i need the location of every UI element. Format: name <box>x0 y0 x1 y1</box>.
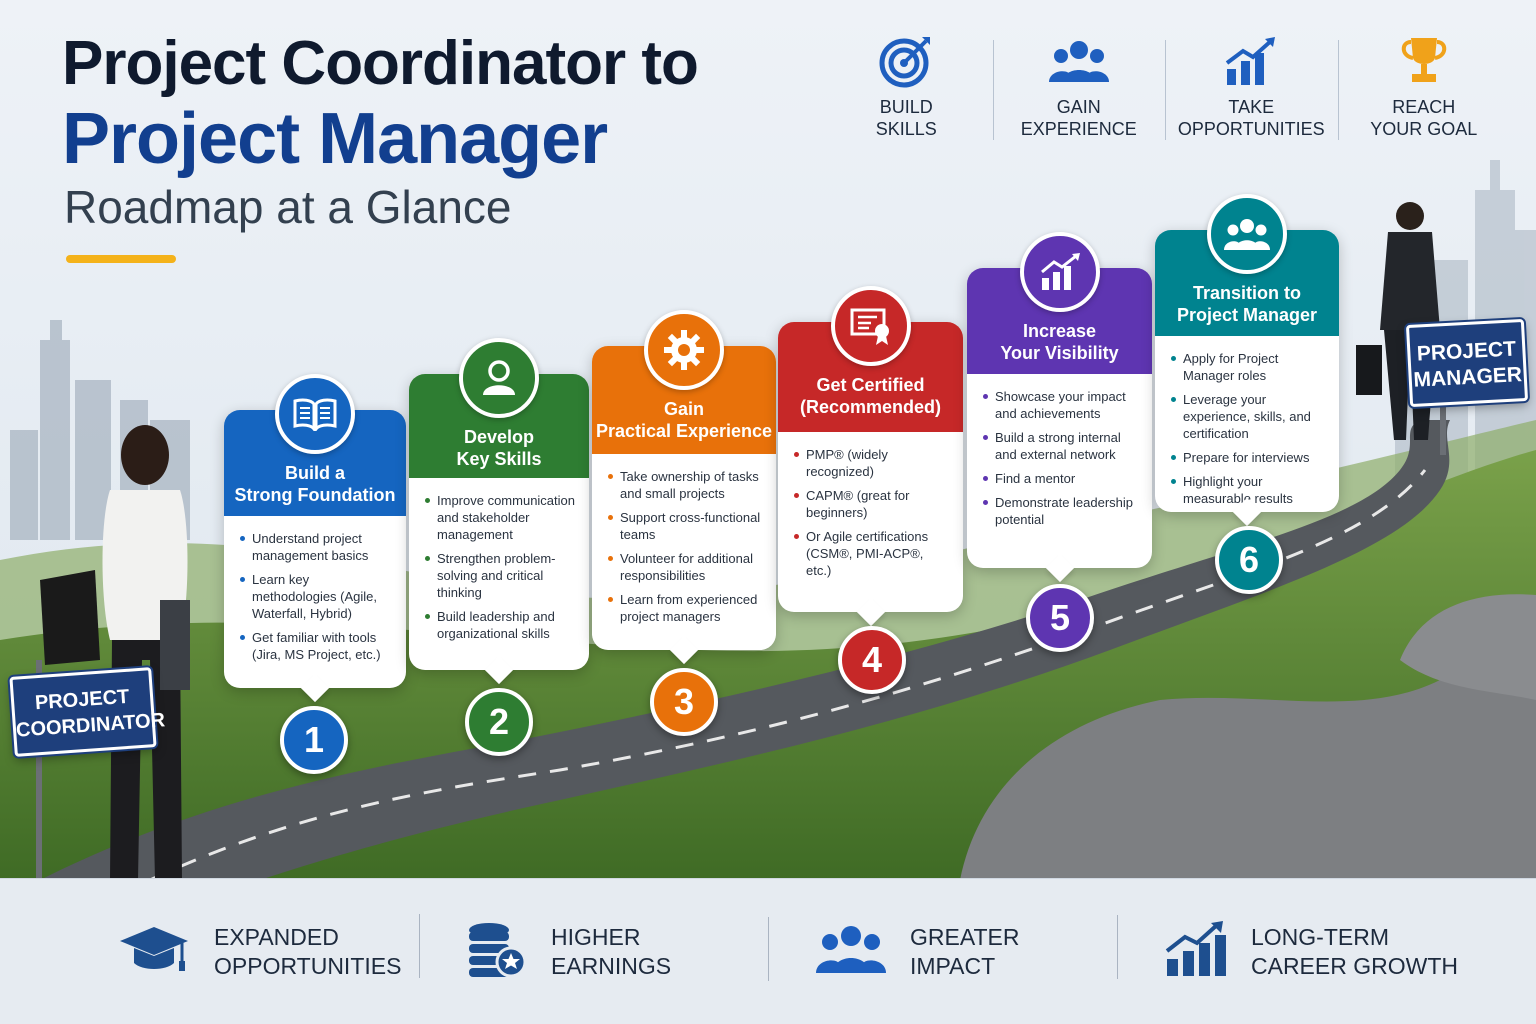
step-bullets: PMP® (widely recognized) CAPM® (great fo… <box>778 432 963 596</box>
bullet-item: Prepare for interviews <box>1171 449 1327 466</box>
benefit-higher-earnings: HIGHER EARNINGS <box>419 914 768 983</box>
growth-chart-icon <box>1019 232 1100 312</box>
graduation-cap-icon <box>118 921 190 982</box>
pillar-build-skills: BUILD SKILLS <box>820 30 993 150</box>
sign-project-coordinator: PROJECT COORDINATOR <box>9 667 166 757</box>
benefit-label: GREATER IMPACT <box>910 923 1020 979</box>
growth-chart-icon <box>1165 921 1227 982</box>
team-icon <box>1207 194 1287 274</box>
step-bullets: Understand project management basics Lea… <box>224 516 406 680</box>
step-card-4: Get Certified (Recommended) PMP® (widely… <box>778 286 963 627</box>
step-number-4: 4 <box>838 626 906 694</box>
bullet-item: Showcase your impact and achievements <box>983 388 1140 422</box>
step-bullets: Showcase your impact and achievements Bu… <box>967 374 1152 545</box>
trophy-icon <box>1338 30 1511 92</box>
step-bullets: Improve communication and stakeholder ma… <box>409 478 589 659</box>
bullet-item: Or Agile certifications (CSM®, PMI-ACP®,… <box>794 528 951 579</box>
title-line-2: Project Manager <box>62 99 608 179</box>
bullet-item: Highlight your measurable results <box>1171 473 1327 507</box>
pillar-gain-experience: GAIN EXPERIENCE <box>992 30 1166 150</box>
target-icon <box>820 30 993 92</box>
benefit-greater-impact: GREATER IMPACT <box>768 916 1117 981</box>
bullet-item: Volunteer for additional responsibilitie… <box>608 550 764 584</box>
pillar-label: BUILD SKILLS <box>875 97 937 139</box>
step-card-2: Develop Key Skills Improve communication… <box>409 338 589 685</box>
benefit-long-term-growth: LONG-TERM CAREER GROWTH <box>1117 915 1466 982</box>
manager-figure <box>1356 202 1440 440</box>
pillar-label: TAKE OPPORTUNITIES <box>1177 97 1325 139</box>
title-line-1: Project Coordinator to <box>62 29 699 98</box>
step-card-5: Increase Your Visibility Showcase your i… <box>967 232 1152 583</box>
bullet-item: Learn key methodologies (Agile, Waterfal… <box>240 571 394 622</box>
bullet-item: Leverage your experience, skills, and ce… <box>1171 391 1327 442</box>
bullet-item: Improve communication and stakeholder ma… <box>425 492 577 543</box>
step-card-1: Build a Strong Foundation Understand pro… <box>224 374 406 703</box>
pillar-reach-goal: REACH YOUR GOAL <box>1337 30 1511 150</box>
team-icon <box>816 923 886 980</box>
pillar-take-opportunities: TAKE OPPORTUNITIES <box>1165 30 1338 150</box>
step-number-2: 2 <box>465 688 533 756</box>
benefit-label: LONG-TERM CAREER GROWTH <box>1251 923 1458 979</box>
step-number-5: 5 <box>1026 584 1094 652</box>
benefit-expanded-opportunities: EXPANDED OPPORTUNITIES <box>70 921 419 982</box>
bullet-item: CAPM® (great for beginners) <box>794 487 951 521</box>
coins-icon <box>467 920 527 983</box>
certificate-icon <box>830 286 911 366</box>
pillar-label: REACH YOUR GOAL <box>1370 97 1478 139</box>
bullet-item: Support cross-functional teams <box>608 509 764 543</box>
bullet-item: Build leadership and organizational skil… <box>425 608 577 642</box>
person-icon <box>459 338 539 418</box>
bullet-item: Apply for Project Manager roles <box>1171 350 1327 384</box>
bullet-item: Take ownership of tasks and small projec… <box>608 468 764 502</box>
step-number-6: 6 <box>1215 526 1283 594</box>
bullet-item: Build a strong internal and external net… <box>983 429 1140 463</box>
step-bullets: Take ownership of tasks and small projec… <box>592 454 776 642</box>
growth-chart-icon <box>1165 30 1338 92</box>
benefit-label: HIGHER EARNINGS <box>551 923 672 979</box>
benefits-bar: EXPANDED OPPORTUNITIES HIGHER EARNINGS <box>0 878 1536 1024</box>
step-card-6: Transition to Project Manager Apply for … <box>1155 194 1339 527</box>
bullet-item: Understand project management basics <box>240 530 394 564</box>
step-bullets: Apply for Project Manager roles Leverage… <box>1155 336 1339 524</box>
bullet-item: Demonstrate leadership potential <box>983 494 1140 528</box>
step-card-3: Gain Practical Experience Take ownership… <box>592 310 776 665</box>
sign-project-manager: PROJECT MANAGER <box>1405 318 1529 408</box>
book-icon <box>275 374 355 454</box>
bullet-item: PMP® (widely recognized) <box>794 446 951 480</box>
gear-icon <box>644 310 724 390</box>
step-number-3: 3 <box>650 668 718 736</box>
page-subtitle: Roadmap at a Glance <box>64 181 512 233</box>
bullet-item: Find a mentor <box>983 470 1140 487</box>
pillar-label: GAIN EXPERIENCE <box>1020 97 1137 139</box>
step-number-1: 1 <box>280 706 348 774</box>
team-icon <box>993 30 1166 92</box>
pillars-row: BUILD SKILLS GAIN EXPERIENCE TAKE <box>820 30 1510 150</box>
benefit-label: EXPANDED OPPORTUNITIES <box>214 923 402 979</box>
bullet-item: Get familiar with tools (Jira, MS Projec… <box>240 629 394 663</box>
bullet-item: Strengthen problem-solving and critical … <box>425 550 577 601</box>
bullet-item: Learn from experienced project managers <box>608 591 764 625</box>
title-underline <box>66 255 176 263</box>
